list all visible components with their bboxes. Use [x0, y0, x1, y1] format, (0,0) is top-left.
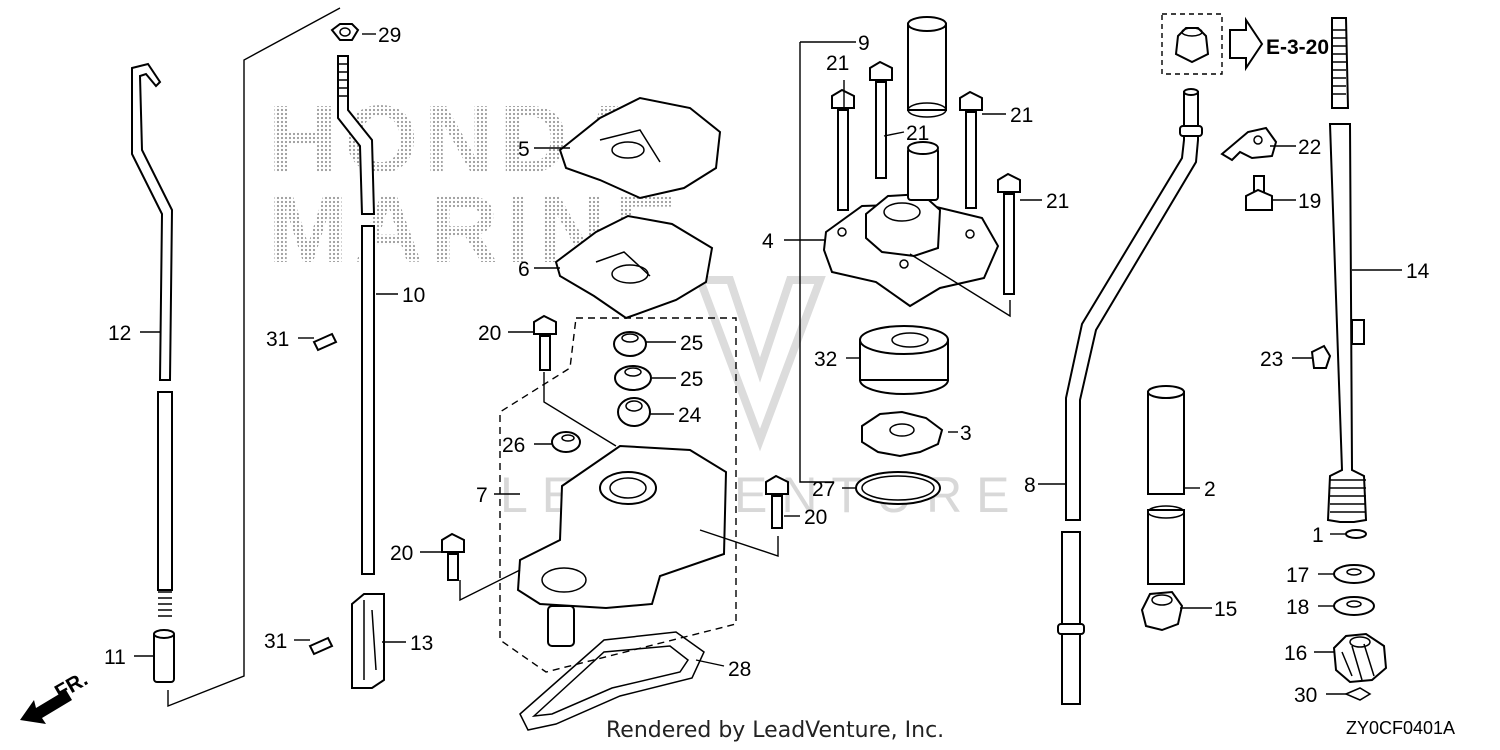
part-12-rod[interactable] — [131, 62, 174, 617]
callout-27[interactable]: 27 — [812, 478, 835, 501]
callout-7[interactable]: 7 — [476, 484, 488, 507]
part-23-key[interactable] — [1310, 344, 1332, 369]
callout-13[interactable]: 13 — [410, 632, 433, 655]
part-20-bolt-lower[interactable] — [441, 532, 465, 581]
callout-21-b[interactable]: 21 — [906, 122, 929, 145]
callout-22[interactable]: 22 — [1298, 136, 1321, 159]
callout-21-d[interactable]: 21 — [1046, 190, 1069, 213]
reference-link-e-3-20[interactable]: E-3-20 — [1161, 13, 1329, 75]
callout-1[interactable]: 1 — [1312, 524, 1324, 547]
part-30-clip[interactable] — [1344, 687, 1372, 701]
part-18-washer[interactable] — [1333, 596, 1375, 616]
callout-26[interactable]: 26 — [502, 434, 525, 457]
callout-25-lower[interactable]: 25 — [680, 368, 703, 391]
part-28-gasket[interactable] — [519, 631, 705, 731]
callout-32[interactable]: 32 — [814, 348, 837, 371]
part-15-grommet[interactable] — [1140, 590, 1184, 632]
callout-16[interactable]: 16 — [1284, 642, 1307, 665]
callout-23[interactable]: 23 — [1260, 348, 1283, 371]
part-1-clip[interactable] — [1345, 529, 1367, 539]
callout-20-lower[interactable]: 20 — [390, 542, 413, 565]
callout-8[interactable]: 8 — [1024, 474, 1036, 497]
part-8-water-tube[interactable] — [1057, 88, 1203, 705]
part-22-bracket[interactable] — [1220, 126, 1278, 162]
part-7-pump-case[interactable] — [516, 444, 728, 647]
callout-labels: 5 6 4 7 12 11 10 29 13 31 31 20 20 20 25… — [104, 24, 1430, 707]
part-26-bearing[interactable] — [551, 431, 581, 453]
part-25-bearing-upper[interactable] — [613, 331, 647, 357]
leader-bolt20-right — [699, 529, 779, 557]
callout-3[interactable]: 3 — [960, 422, 972, 445]
reference-link-label[interactable]: E-3-20 — [1266, 36, 1329, 59]
part-21-bolt-b[interactable] — [869, 60, 893, 179]
part-25-bearing-lower[interactable] — [614, 365, 652, 391]
part-19-bolt[interactable] — [1245, 175, 1273, 211]
leader-bolt20-upper — [543, 372, 617, 447]
callout-19[interactable]: 19 — [1298, 190, 1321, 213]
callout-17[interactable]: 17 — [1286, 564, 1309, 587]
part-13-clip[interactable] — [351, 593, 385, 689]
callout-31-upper[interactable]: 31 — [266, 328, 289, 351]
callout-18[interactable]: 18 — [1286, 596, 1309, 619]
callout-21-a[interactable]: 21 — [826, 52, 849, 75]
assembly-line-left — [167, 7, 341, 708]
callout-15[interactable]: 15 — [1214, 598, 1237, 621]
part-17-washer[interactable] — [1333, 564, 1375, 584]
part-3-impeller[interactable] — [861, 410, 944, 458]
part-24-bearing[interactable] — [617, 397, 651, 427]
part-16-gear[interactable] — [1332, 632, 1388, 684]
callout-4[interactable]: 4 — [762, 230, 774, 253]
leader-bolt20-lower — [459, 569, 521, 602]
part-11-coupler[interactable] — [153, 629, 175, 683]
part-21-bolt-a[interactable] — [831, 88, 855, 211]
part-10-rod[interactable] — [337, 55, 376, 575]
part-20-bolt-right[interactable] — [765, 474, 789, 529]
callout-20-upper[interactable]: 20 — [478, 322, 501, 345]
part-9-sleeve[interactable] — [907, 16, 947, 118]
dealer-logo-mark — [694, 276, 826, 452]
leader-housing-bolt — [909, 253, 1011, 318]
part-21-bolt-d[interactable] — [997, 172, 1021, 295]
part-5-plate[interactable] — [558, 96, 722, 200]
callout-leaders — [134, 33, 1402, 695]
part-29-nut[interactable] — [330, 23, 360, 41]
figure-code: ZY0CF0401A — [1346, 718, 1456, 738]
front-direction-arrow: FR. — [20, 667, 92, 724]
callout-25-upper[interactable]: 25 — [680, 332, 703, 355]
part-14-shaft[interactable] — [1326, 17, 1368, 523]
render-credit: Rendered by LeadVenture, Inc. — [606, 718, 945, 743]
part-6-plate[interactable] — [554, 214, 714, 320]
part-32-seal[interactable] — [859, 325, 949, 395]
callout-11[interactable]: 11 — [104, 646, 126, 669]
part-31-pin-lower[interactable] — [308, 636, 334, 656]
callout-12[interactable]: 12 — [108, 322, 131, 345]
callout-28[interactable]: 28 — [728, 658, 751, 681]
part-27-o-ring[interactable] — [855, 471, 941, 505]
callout-24[interactable]: 24 — [678, 404, 702, 427]
part-2-tube[interactable] — [1147, 385, 1185, 585]
callout-21-c[interactable]: 21 — [1010, 104, 1033, 127]
callout-9[interactable]: 9 — [858, 32, 870, 55]
part-31-pin-upper[interactable] — [312, 332, 338, 352]
callout-30[interactable]: 30 — [1294, 684, 1317, 707]
callout-6[interactable]: 6 — [518, 258, 530, 281]
assembly-box-pump-case — [499, 317, 737, 673]
callout-14[interactable]: 14 — [1406, 260, 1430, 283]
part-21-bolt-c[interactable] — [959, 90, 983, 209]
part-20-bolt-upper[interactable] — [533, 314, 557, 371]
callout-20-right[interactable]: 20 — [804, 506, 827, 529]
callout-5[interactable]: 5 — [518, 138, 530, 161]
callout-29[interactable]: 29 — [378, 24, 401, 47]
callout-2[interactable]: 2 — [1204, 478, 1216, 501]
callout-31-lower[interactable]: 31 — [264, 630, 287, 653]
bracket-group-9 — [799, 41, 856, 483]
callout-10[interactable]: 10 — [402, 284, 425, 307]
